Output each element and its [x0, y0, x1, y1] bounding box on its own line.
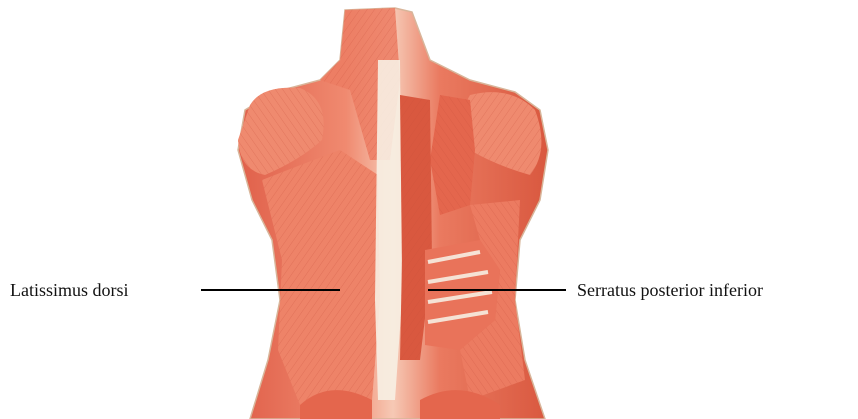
- serratus-posterior-inferior-label: Serratus posterior inferior: [577, 280, 763, 300]
- spine-tendon: [375, 60, 402, 400]
- latissimus-dorsi-label: Latissimus dorsi: [10, 280, 129, 300]
